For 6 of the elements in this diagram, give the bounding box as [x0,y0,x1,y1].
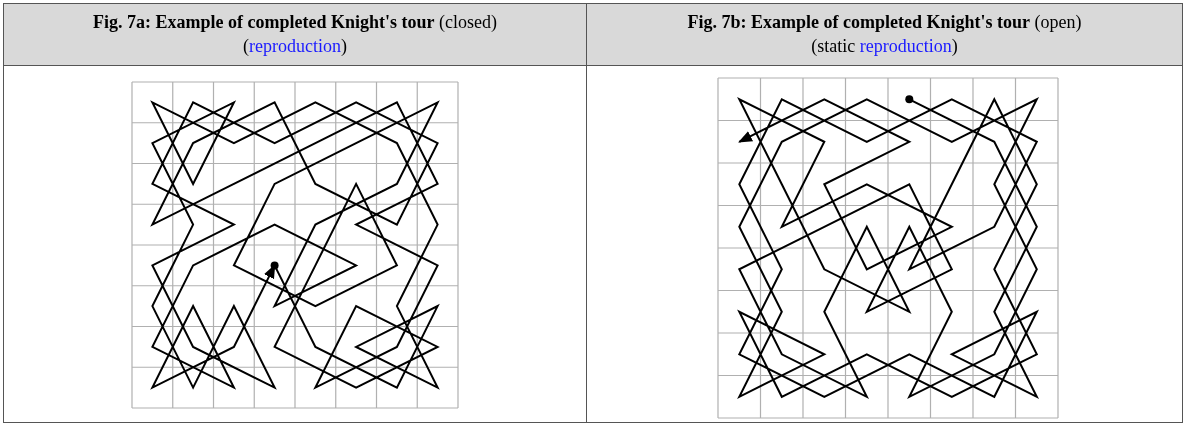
source-note: (static reproduction) [810,35,959,58]
source-note: (reproduction) [242,35,348,58]
figure-title: Fig. 7b: Example of completed Knight's tour (open) [686,11,1083,34]
reproduction-link: reproduction [859,36,952,56]
reproduction-link: reproduction [249,36,341,56]
figure-title: Fig. 7a: Example of completed Knight's tour (closed) [92,11,498,34]
